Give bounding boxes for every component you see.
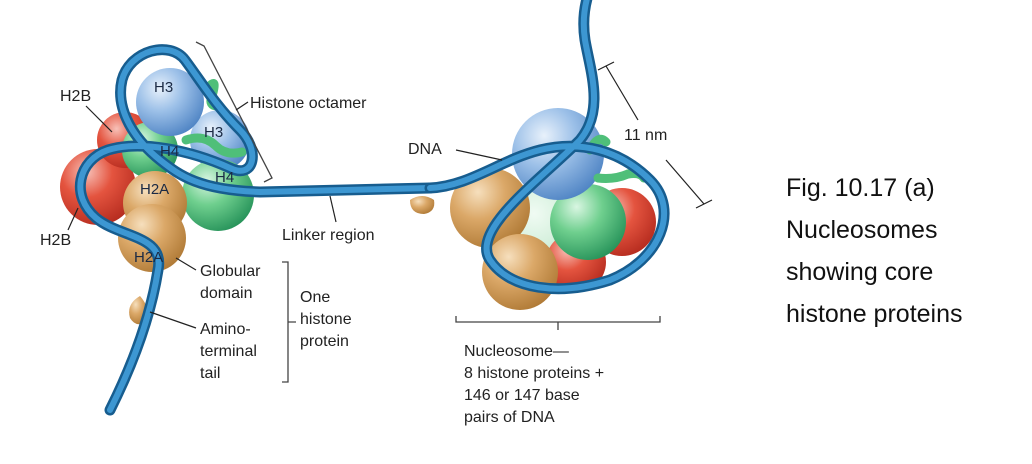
one-histone-line1: One: [300, 289, 330, 306]
label-h2b-top: H2B: [60, 88, 91, 105]
eleven-nm-dimension: [597, 61, 713, 209]
dna-label: DNA: [408, 141, 442, 158]
h2b-bottom-sphere: [60, 149, 136, 225]
globular-domain-line1: Globular: [200, 263, 261, 280]
linker-region-label: Linker region: [282, 227, 375, 244]
figure-caption: Fig. 10.17 (a) Nucleosomes showing core …: [786, 174, 963, 328]
globular-domain-line2: domain: [200, 285, 252, 302]
caption-line2: Nucleosomes: [786, 216, 937, 244]
label-h3-mid: H3: [204, 124, 223, 141]
label-h2a-a: H2A: [140, 181, 169, 198]
label-h4-b: H4: [215, 169, 234, 186]
label-h3-top: H3: [154, 79, 173, 96]
right-nucleosome: [410, 0, 670, 310]
r-h4-sphere: [550, 184, 626, 260]
left-nucleosome: H3 H3 H4 H4 H2A H2A H2B H2B: [40, 44, 436, 416]
caption-line3: showing core: [786, 258, 933, 286]
amino-tail-line1: Amino-: [200, 321, 251, 338]
label-h2a-b: H2A: [134, 249, 163, 266]
nucleosome-def-line2: 8 histone proteins +: [464, 365, 604, 382]
one-histone-line3: protein: [300, 333, 349, 350]
amino-tail-line2: terminal: [200, 343, 257, 360]
h2a-bottom-sphere: [118, 204, 186, 272]
octamer-bracket: [195, 41, 273, 183]
eleven-nm-label: 11 nm: [624, 127, 667, 144]
r-tail-c: [410, 196, 435, 214]
one-histone-line2: histone: [300, 311, 352, 328]
caption-line4: histone proteins: [786, 300, 963, 328]
label-h4-a: H4: [160, 143, 179, 160]
left-dna-wrap: [74, 44, 436, 416]
right-dna-wrap: [424, 0, 670, 295]
label-h2b-bottom: H2B: [40, 232, 71, 249]
nucleosome-bracket: [455, 316, 661, 330]
h4-right-sphere: [182, 159, 254, 231]
one-histone-bracket: [282, 261, 296, 383]
caption-line1: Fig. 10.17 (a): [786, 174, 935, 202]
histone-octamer-label: Histone octamer: [250, 95, 367, 112]
r-h2a-left-sphere: [450, 168, 530, 248]
nucleosome-def-line4: pairs of DNA: [464, 409, 555, 426]
nucleosome-def-line1: Nucleosome—: [464, 343, 569, 360]
h4-tail: [181, 133, 247, 158]
h3-top-sphere: [136, 68, 204, 136]
nucleosome-def-line3: 146 or 147 base: [464, 387, 580, 404]
amino-tail-line3: tail: [200, 365, 220, 382]
